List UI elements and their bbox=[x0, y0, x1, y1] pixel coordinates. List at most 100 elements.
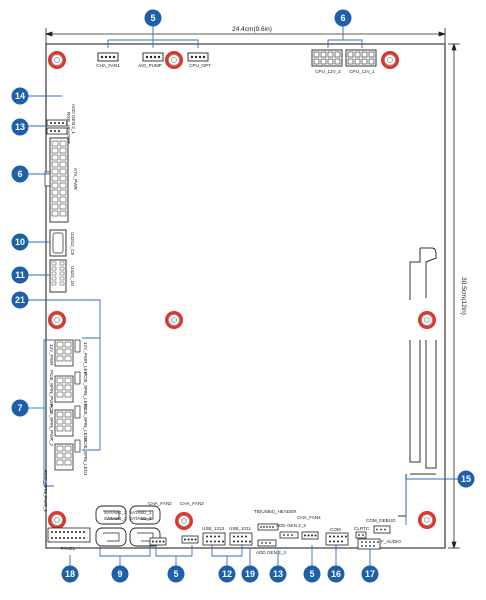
mount-hole bbox=[175, 512, 193, 530]
mount-hole bbox=[48, 51, 66, 69]
atx-pwr-label: ATX_PWR bbox=[73, 168, 78, 191]
svg-text:18: 18 bbox=[65, 569, 75, 579]
sata-3-label: SATA6G_3 bbox=[129, 516, 152, 521]
svg-text:6: 6 bbox=[340, 13, 345, 23]
addgen2-1-label: ADD GEN 2_1 bbox=[71, 104, 76, 134]
mount-hole bbox=[418, 511, 436, 529]
cha-fan2-label: CHA_FAN2 bbox=[148, 501, 172, 506]
mount-hole bbox=[165, 311, 183, 329]
callout-badge: 9 bbox=[111, 565, 129, 583]
com-label: COM bbox=[330, 527, 341, 532]
mount-hole bbox=[165, 51, 183, 69]
usb-1011-header bbox=[229, 532, 253, 546]
svg-text:9: 9 bbox=[117, 569, 122, 579]
usb-1213-label: USB_1213 bbox=[202, 526, 225, 531]
board-outline bbox=[45, 43, 446, 549]
callout-badge: 18 bbox=[61, 565, 79, 583]
f-audio-label: F_AUDIO bbox=[381, 539, 401, 544]
callout-badge: 5 bbox=[303, 565, 321, 583]
svg-text:5: 5 bbox=[309, 569, 314, 579]
cpu-opt-label: CPU_OPT bbox=[189, 63, 211, 68]
mount-hole bbox=[48, 511, 66, 529]
cha-fan3-header bbox=[181, 535, 199, 544]
svg-text:13: 13 bbox=[273, 569, 283, 579]
pcie-led1-label: PCIE_8PIN_LED1 bbox=[83, 438, 88, 476]
mount-holes bbox=[48, 51, 436, 530]
pcie-led2-label: PCIE_8PIN_LED2 bbox=[83, 404, 88, 442]
callout-badge: 17 bbox=[361, 565, 379, 583]
svg-text:16: 16 bbox=[331, 569, 341, 579]
sata-1-label: SATA6G_1 bbox=[129, 510, 152, 515]
addgen2-2-label: ADD GEN 2_2 bbox=[276, 523, 306, 528]
rgb-header-connectors bbox=[46, 119, 68, 135]
svg-text:17: 17 bbox=[365, 569, 375, 579]
slot-contour bbox=[398, 247, 437, 517]
svg-text:21: 21 bbox=[15, 295, 25, 305]
svg-text:5: 5 bbox=[173, 569, 178, 579]
callout-badge: 13 bbox=[11, 118, 29, 136]
aio-pump-label: AIO_PUMP bbox=[138, 63, 162, 68]
addgen2-2-header bbox=[279, 531, 299, 539]
leader-lines bbox=[28, 25, 462, 566]
com-debug-label: COM_DEBUG bbox=[366, 518, 396, 523]
sata-2-label: SATA6G_2 bbox=[104, 510, 127, 515]
cpu-opt-header bbox=[187, 52, 209, 62]
callout-badge: 21 bbox=[11, 291, 29, 309]
cha-fan1-label: CHA_FAN1 bbox=[96, 63, 120, 68]
callout-badge: 15 bbox=[457, 470, 475, 488]
pcie-led3-label: PCIE_8PIN_LED3 bbox=[83, 372, 88, 410]
com-header bbox=[325, 532, 349, 546]
cpu-12v-1-connector bbox=[345, 49, 377, 67]
callout-badge: 12 bbox=[218, 565, 236, 583]
callout-badge: 14 bbox=[11, 87, 29, 105]
addgen2-3-header bbox=[257, 539, 277, 547]
aio-pump-header bbox=[142, 52, 164, 62]
f-audio-header bbox=[357, 538, 381, 550]
u32g2-c9-connector bbox=[49, 229, 67, 257]
svg-text:6: 6 bbox=[17, 169, 22, 179]
callout-badge: 10 bbox=[11, 233, 29, 251]
pcie-pwr-3-label: PCIE_8PIN_PWR_3 bbox=[49, 370, 54, 412]
cha-fan2-header bbox=[149, 537, 167, 546]
svg-text:19: 19 bbox=[245, 569, 255, 579]
height-label: 30.5cm(12in) bbox=[460, 277, 467, 315]
atx-power-connector bbox=[44, 137, 69, 223]
svg-text:14: 14 bbox=[15, 91, 25, 101]
callout-badge: 19 bbox=[241, 565, 259, 583]
callout-badge: 13 bbox=[269, 565, 287, 583]
cha-fan4-label: CHA_FAN4 bbox=[297, 515, 321, 520]
u32g-10-header bbox=[49, 259, 67, 293]
svg-text:10: 10 bbox=[15, 237, 25, 247]
clrtc-header bbox=[355, 531, 367, 539]
panel-header bbox=[47, 527, 91, 543]
svg-text:5: 5 bbox=[150, 13, 155, 23]
pcie-led-headers bbox=[74, 339, 81, 453]
u32g2-c9-label: U32G2_C9 bbox=[70, 232, 75, 255]
cpu-12v-1-label: CPU_12V_1 bbox=[349, 69, 375, 74]
callout-badge: 6 bbox=[334, 9, 352, 27]
12v-pwr-led-label: 12V_PWR_LED bbox=[83, 342, 88, 376]
callout-badge: 16 bbox=[327, 565, 345, 583]
svg-text:15: 15 bbox=[461, 474, 471, 484]
callout-badges: 5 6 14 13 6 10 11 21 7 15 18 9 5 12 19 1… bbox=[11, 9, 475, 583]
callout-badge: 11 bbox=[11, 266, 29, 284]
usb-1011-label: USB_1011 bbox=[229, 526, 251, 531]
cpu-12v-2-connector bbox=[311, 49, 343, 67]
mount-hole bbox=[418, 311, 436, 329]
sata-4-label: SATA6G_4 bbox=[104, 516, 127, 521]
width-label: 24.4cm(9.6in) bbox=[232, 26, 272, 33]
rgb-header-label: RGB_HEADER bbox=[66, 112, 71, 144]
tb-header-label: TB(USB4)_HEADER bbox=[254, 509, 297, 514]
svg-text:7: 7 bbox=[17, 403, 22, 413]
callout-badge: 7 bbox=[11, 399, 29, 417]
cha-fan4-header bbox=[301, 531, 319, 540]
svg-text:12: 12 bbox=[222, 569, 232, 579]
addgen2-3-label: ADD GEN 2_3 bbox=[256, 550, 286, 555]
height-dimension bbox=[448, 42, 460, 550]
svg-text:11: 11 bbox=[15, 270, 25, 280]
pcie-power-block bbox=[54, 339, 74, 471]
svg-text:13: 13 bbox=[15, 122, 25, 132]
u32g-10-label: U32G_10 bbox=[70, 266, 75, 286]
usb-1213-header bbox=[202, 532, 226, 546]
pcie-pwr-1-label: PCIE_8PIN_PWR_1 bbox=[43, 470, 48, 512]
